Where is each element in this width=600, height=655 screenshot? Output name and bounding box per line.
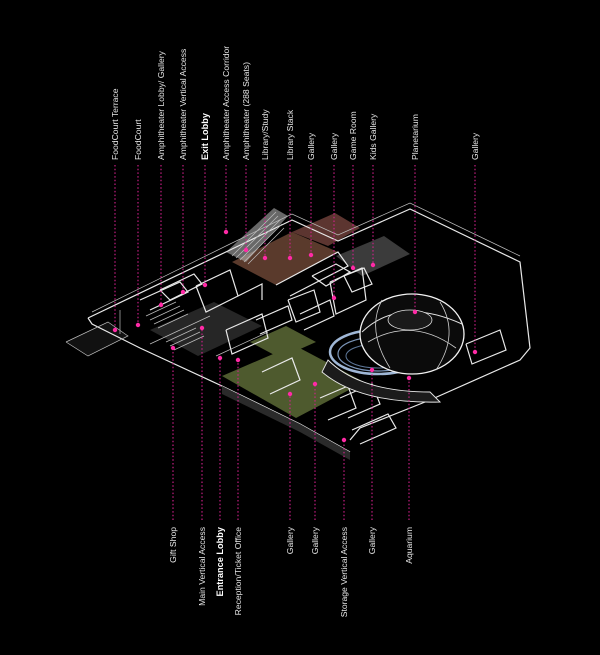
label-exit-lobby: Exit Lobby [200,112,210,160]
vertical-access-cores [145,301,205,351]
label-amphitheater-lobby-gallery: Amphitheater Lobby/ Gallery [156,50,166,160]
top-marker-dot-8 [287,255,293,261]
top-marker-dot-0 [112,327,118,333]
gallery-zone-olive-2 [250,326,316,358]
label-planetarium: Planetarium [410,114,420,160]
label-foodcourt: FoodCourt [133,119,143,160]
top-marker-dot-6 [243,247,249,253]
amphitheater-seating [231,211,285,265]
bottom-marker-dot-7 [369,367,375,373]
label-kids-gallery: Kids Gallery [368,113,378,160]
bottom-marker-dot-5 [312,381,318,387]
top-marker-dot-10 [331,295,337,301]
label-gallery-4: Gallery [285,526,295,554]
terrace-outline [65,321,129,357]
interior-walls [119,251,507,445]
outer-wall [87,208,531,441]
outer-wall-rear [91,202,521,313]
label-aquarium: Aquarium [404,527,414,564]
floor-plan [65,202,531,460]
top-labels: FoodCourt Terrace FoodCourt Amphitheater… [110,46,480,160]
top-marker-dot-12 [370,262,376,268]
label-gallery-3: Gallery [470,132,480,160]
bottom-marker-dot-1 [199,325,205,331]
label-library-study: Library/Study [260,109,270,160]
label-game-room: Game Room [348,111,358,160]
terrace-zone [66,322,128,356]
top-marker-dot-9 [308,252,314,258]
leader-lines [114,165,476,520]
top-marker-dot-13 [412,309,418,315]
kids-gallery-zone [336,236,410,276]
label-entrance-lobby: Entrance Lobby [215,526,225,596]
bottom-marker-dot-0 [170,345,176,351]
marker-dots [112,229,478,443]
label-gallery-5: Gallery [310,526,320,554]
label-amphitheater-vertical-access: Amphitheater Vertical Access [178,49,188,160]
top-marker-dot-14 [472,349,478,355]
bottom-labels: Gift Shop Main Vertical Access Entrance … [168,526,414,617]
label-reception-ticket-office: Reception/Ticket Office [233,527,243,616]
label-gift-shop: Gift Shop [168,527,178,563]
label-gallery-2: Gallery [329,132,339,160]
bottom-marker-dot-8 [406,375,412,381]
top-marker-dot-5 [223,229,229,235]
label-storage-vertical-access: Storage Vertical Access [339,527,349,617]
top-marker-dot-11 [350,265,356,271]
top-marker-dot-4 [202,282,208,288]
label-foodcourt-terrace: FoodCourt Terrace [110,88,120,160]
bottom-marker-dot-2 [217,355,223,361]
top-marker-dot-3 [180,289,186,295]
label-gallery-6: Gallery [367,526,377,554]
label-gallery-1: Gallery [306,132,316,160]
library-zone [232,232,338,285]
bottom-marker-dot-6 [341,437,347,443]
label-library-stack: Library Stack [285,109,295,160]
slab-edge [222,386,350,460]
planetarium [359,293,465,375]
top-marker-dot-2 [158,302,164,308]
label-amphitheater-access-corridor: Amphitheater Access Corridor [221,46,231,160]
top-marker-dot-1 [135,322,141,328]
bottom-marker-dot-4 [287,391,293,397]
bottom-marker-dot-3 [235,357,241,363]
label-amphitheater-288-seats: Amphitheater (288 Seats) [241,62,251,160]
label-main-vertical-access: Main Vertical Access [197,527,207,606]
outer-wall-front [87,317,351,453]
top-marker-dot-7 [262,255,268,261]
